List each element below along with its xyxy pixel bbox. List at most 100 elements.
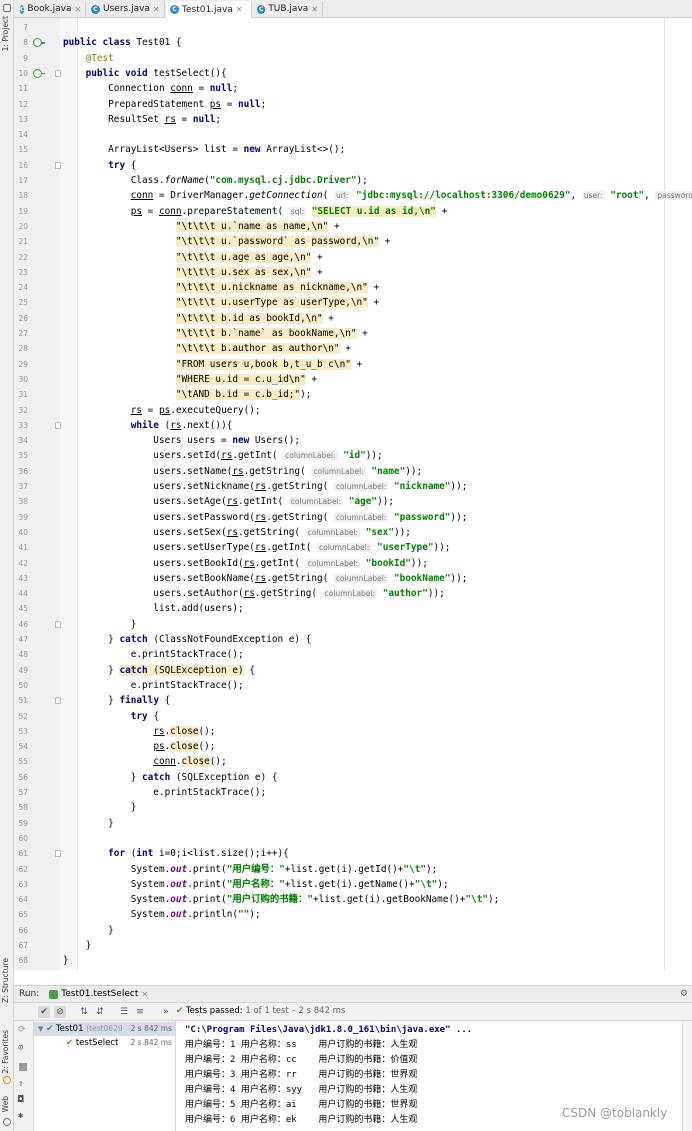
check-icon: ✔ bbox=[66, 1038, 74, 1048]
code-line: 31 "\tAND b.id = c.b_id;"); bbox=[18, 389, 312, 401]
fold-marker[interactable] bbox=[55, 69, 61, 77]
run-tool-header: Run: Test01.testSelect ✕ ⚙ bbox=[14, 985, 692, 1003]
tab-label: Users.java bbox=[103, 4, 150, 14]
code-line: 22 "\t\t\t u.age as age,\n" + bbox=[18, 251, 323, 263]
run-config-tab[interactable]: Test01.testSelect ✕ bbox=[49, 989, 148, 999]
tab-label: Test01.java bbox=[182, 4, 233, 15]
star-icon[interactable] bbox=[3, 1076, 11, 1084]
code-line: 7 bbox=[23, 23, 28, 32]
fold-marker[interactable] bbox=[55, 421, 61, 429]
code-line: 58 } bbox=[18, 802, 137, 814]
class-icon: C bbox=[91, 4, 100, 14]
code-line: 25 "\t\t\t u.userType as userType,\n" + bbox=[18, 297, 380, 309]
code-line: 41 users.setUserType(rs.getInt( columnLa… bbox=[18, 542, 451, 554]
code-line: 68} bbox=[18, 955, 69, 967]
code-line: 13 ResultSet rs = null; bbox=[18, 113, 222, 125]
editor-tab-bar: C Book.java ✕ C Users.java ✕ C Test01.ja… bbox=[14, 0, 692, 18]
code-line: 49 } catch (SQLException e) { bbox=[18, 664, 255, 676]
code-line: 10 public void testSelect(){ bbox=[18, 67, 227, 79]
close-icon[interactable]: ✕ bbox=[311, 4, 318, 14]
run-gutter-icon[interactable] bbox=[33, 68, 45, 78]
code-line: 67 } bbox=[18, 940, 92, 951]
tree-extra: (test0629 bbox=[86, 1024, 123, 1033]
tab-book-java[interactable]: C Book.java ✕ bbox=[16, 1, 86, 17]
run-gutter-icon[interactable] bbox=[33, 38, 45, 48]
code-line: 47 } catch (ClassNotFoundException e) { bbox=[18, 634, 312, 645]
code-line: 56 } catch (SQLException e) { bbox=[18, 771, 278, 783]
tab-users-java[interactable]: C Users.java ✕ bbox=[87, 1, 165, 17]
code-line: 24 "\t\t\t u.nickname as nickname,\n" + bbox=[18, 282, 380, 294]
gear-icon[interactable]: ⚙ bbox=[679, 989, 688, 999]
watermark: CSDN @toblankly bbox=[562, 1106, 668, 1120]
project-icon[interactable] bbox=[3, 4, 11, 12]
code-line: 19 ps = conn.prepareStatement( sql: "SEL… bbox=[18, 205, 448, 217]
test-icon bbox=[49, 989, 59, 999]
show-passed-icon[interactable]: ✔ bbox=[38, 1006, 50, 1018]
settings-icon[interactable]: ✱ bbox=[18, 1111, 24, 1121]
class-icon: C bbox=[20, 4, 25, 14]
console-line: 用户编号：6 用户名称：ek 用户订购的书籍：人生观 bbox=[185, 1115, 418, 1125]
code-line: 54 ps.close(); bbox=[18, 741, 216, 753]
fold-marker[interactable] bbox=[55, 161, 61, 169]
fold-gutter bbox=[60, 18, 78, 970]
code-line: 30 "WHERE u.id = c.u_id\n" + bbox=[18, 373, 318, 385]
structure-tool-label[interactable]: Z: Structure bbox=[1, 958, 10, 1003]
code-line: 27 "\t\t\t b.`name` as bookName,\n" + bbox=[18, 328, 368, 339]
console-output[interactable]: "C:\Program Files\Java\jdk1.8.0_161\bin\… bbox=[177, 1021, 682, 1131]
close-icon[interactable]: ✕ bbox=[74, 4, 82, 14]
close-icon[interactable]: ✕ bbox=[152, 4, 160, 14]
fold-marker[interactable] bbox=[55, 620, 61, 628]
code-line: 57 e.printStackTrace(); bbox=[18, 787, 267, 798]
close-icon[interactable]: ✕ bbox=[235, 5, 243, 14]
code-line: 12 PreparedStatement ps = null; bbox=[18, 98, 267, 110]
code-line: 53 rs.close(); bbox=[18, 725, 216, 737]
stop-icon[interactable] bbox=[19, 1063, 27, 1071]
tab-label: Book.java bbox=[27, 4, 72, 14]
code-line: 39 users.setPassword(rs.getString( colum… bbox=[18, 511, 468, 523]
console-line: 用户编号：1 用户名称：ss 用户订购的书籍：人生观 bbox=[185, 1040, 418, 1050]
toggle-auto-test-icon[interactable]: ⊙ bbox=[18, 1043, 24, 1053]
favorites-tool-label[interactable]: 2: Favorites bbox=[1, 1030, 10, 1074]
run-side-toolbar: ▶ ⟳ ⊙ ⇪ ◘ ✱ bbox=[14, 1003, 34, 1131]
code-line: 16 try { bbox=[18, 159, 137, 171]
code-line: 51 } finally { bbox=[18, 695, 171, 707]
code-line: 40 users.setSex(rs.getString( columnLabe… bbox=[18, 526, 411, 538]
test-results-toolbar: ✔ ⊘ ⇅ ⇵ ☰ ≡ » ✔ Tests passed: 1 of 1 tes… bbox=[14, 1003, 692, 1021]
more-icon[interactable]: » bbox=[163, 1007, 169, 1017]
code-line: 21 "\t\t\t u.`password` as password,\n" … bbox=[18, 236, 391, 248]
code-line: 42 users.setBookId(rs.getInt( columnLabe… bbox=[18, 557, 428, 569]
expand-all-icon[interactable]: ☰ bbox=[119, 1007, 129, 1017]
export-icon[interactable]: ⇪ bbox=[18, 1079, 24, 1089]
check-icon: ✔ bbox=[176, 1006, 184, 1016]
fold-marker[interactable] bbox=[55, 850, 61, 858]
project-tool-label[interactable]: 1: Project bbox=[1, 16, 10, 52]
code-line: 18 conn = DriverManager.getConnection( u… bbox=[14, 188, 692, 203]
web-tool-label[interactable]: Web bbox=[1, 1096, 10, 1113]
console-scrollbar[interactable] bbox=[682, 1021, 692, 1131]
right-margin-guide bbox=[664, 18, 665, 970]
tree-row-testselect[interactable]: ✔ testSelect 2 s 842 ms bbox=[34, 1036, 175, 1050]
show-ignored-icon[interactable]: ⊘ bbox=[54, 1006, 66, 1018]
tree-label: Test01 bbox=[55, 1024, 84, 1034]
sort-duration-icon[interactable]: ⇵ bbox=[96, 1007, 104, 1017]
rerun-failed-icon[interactable]: ⟳ bbox=[18, 1025, 26, 1035]
test-status-detail: 1 of 1 test – 2 s 842 ms bbox=[245, 1006, 346, 1016]
code-line: 45 list.add(users); bbox=[18, 603, 244, 615]
close-icon[interactable]: ✕ bbox=[141, 989, 149, 999]
chevron-down-icon[interactable]: ▼ bbox=[38, 1025, 44, 1033]
globe-icon[interactable] bbox=[3, 1118, 11, 1126]
fold-marker[interactable] bbox=[55, 697, 61, 705]
sort-alpha-icon[interactable]: ⇅ bbox=[80, 1007, 88, 1017]
code-line: 59 } bbox=[18, 817, 114, 829]
collapse-all-icon[interactable]: ≡ bbox=[136, 1007, 144, 1017]
camera-icon[interactable]: ◘ bbox=[18, 1095, 24, 1105]
console-line: 用户编号：5 用户名称：ai 用户订购的书籍：世界观 bbox=[185, 1100, 418, 1110]
tree-row-test01[interactable]: ▼ ✔ Test01 (test0629 2 s 842 ms bbox=[34, 1022, 175, 1036]
code-line: 38 users.setAge(rs.getInt( columnLabel: … bbox=[18, 496, 394, 508]
console-line: 用户编号：4 用户名称：syy 用户订购的书籍：人生观 bbox=[185, 1085, 418, 1095]
tab-tub-java[interactable]: C TUB.java ✕ bbox=[253, 1, 323, 17]
tab-test01-java[interactable]: C Test01.java ✕ bbox=[166, 1, 252, 18]
code-line: 60 bbox=[18, 833, 28, 843]
